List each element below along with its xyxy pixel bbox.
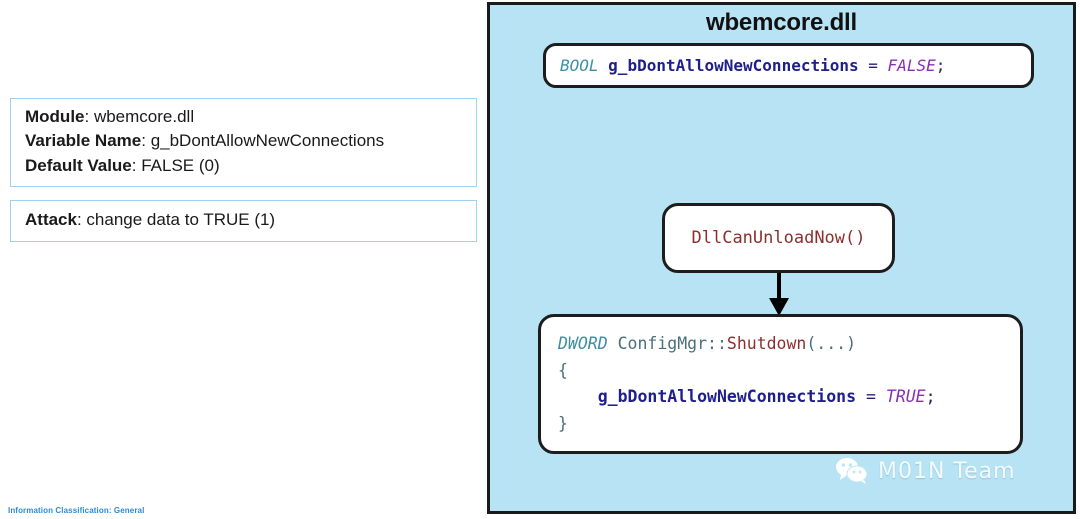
- decl-space-1: [599, 56, 609, 75]
- shutdown-scope-operator: ::: [707, 334, 727, 353]
- module-info-box: Module: wbemcore.dll Variable Name: g_bD…: [10, 98, 477, 188]
- attack-label: Attack: [25, 210, 77, 229]
- information-classification-footer: Information Classification: General: [8, 506, 145, 515]
- shutdown-close-brace: }: [558, 414, 568, 434]
- module-value: : wbemcore.dll: [84, 107, 195, 126]
- shutdown-args: (...): [806, 334, 857, 353]
- entry-function-name: DllCanUnloadNow(): [691, 228, 866, 248]
- wbemcore-diagram-panel: wbemcore.dll BOOL g_bDontAllowNewConnect…: [487, 2, 1076, 514]
- shutdown-space-3: [876, 387, 886, 406]
- decl-value: FALSE: [887, 56, 936, 75]
- shutdown-signature-line: DWORD ConfigMgr::Shutdown(...): [558, 331, 1020, 358]
- variable-name-label: Variable Name: [25, 131, 142, 151]
- flow-arrow-down-icon: [769, 273, 789, 316]
- shutdown-open-brace: {: [558, 360, 568, 380]
- dll-can-unload-now-box: DllCanUnloadNow(): [662, 203, 895, 273]
- shutdown-body-operator: =: [865, 387, 876, 407]
- global-variable-declaration-box: BOOL g_bDontAllowNewConnections = FALSE;: [543, 43, 1034, 88]
- panel-title: wbemcore.dll: [706, 9, 857, 36]
- default-value-value: : FALSE (0): [131, 155, 220, 175]
- shutdown-body-line: g_bDontAllowNewConnections = TRUE;: [558, 384, 1020, 411]
- shutdown-open-brace-line: {: [558, 358, 1020, 385]
- shutdown-indent: [558, 387, 598, 406]
- shutdown-return-type: DWORD: [558, 334, 608, 353]
- attack-info-line: Attack: change data to TRUE (1): [25, 208, 464, 232]
- watermark: M01N Team: [835, 457, 1016, 485]
- module-label: Module: [25, 107, 85, 126]
- decl-variable: g_bDontAllowNewConnections: [608, 56, 859, 75]
- variable-name-value: : g_bDontAllowNewConnections: [141, 131, 385, 151]
- decl-space-2: [859, 56, 869, 75]
- variable-name-info-line: Variable Name: g_bDontAllowNewConnection…: [25, 129, 464, 153]
- decl-operator: =: [868, 56, 878, 75]
- configmgr-shutdown-box: DWORD ConfigMgr::Shutdown(...){ g_bDontA…: [538, 314, 1023, 454]
- shutdown-body-terminator: ;: [925, 387, 936, 407]
- attack-value: : change data to TRUE (1): [76, 210, 276, 229]
- shutdown-space-1: [608, 334, 618, 353]
- shutdown-space-2: [856, 387, 866, 406]
- default-value-info-line: Default Value: FALSE (0): [25, 154, 464, 178]
- shutdown-body-variable: g_bDontAllowNewConnections: [597, 387, 857, 407]
- attack-info-box: Attack: change data to TRUE (1): [10, 200, 477, 243]
- decl-type: BOOL: [560, 56, 599, 75]
- shutdown-class-name: ConfigMgr: [617, 334, 708, 353]
- shutdown-close-brace-line: }: [558, 411, 1020, 438]
- shutdown-function-name: Shutdown: [726, 334, 807, 353]
- decl-terminator: ;: [935, 56, 946, 75]
- module-info-line: Module: wbemcore.dll: [25, 105, 464, 129]
- watermark-label: M01N Team: [878, 458, 1016, 484]
- shutdown-body-value: TRUE: [885, 387, 926, 407]
- decl-space-3: [878, 56, 888, 75]
- default-value-label: Default Value: [25, 155, 132, 175]
- wechat-icon: [836, 458, 868, 484]
